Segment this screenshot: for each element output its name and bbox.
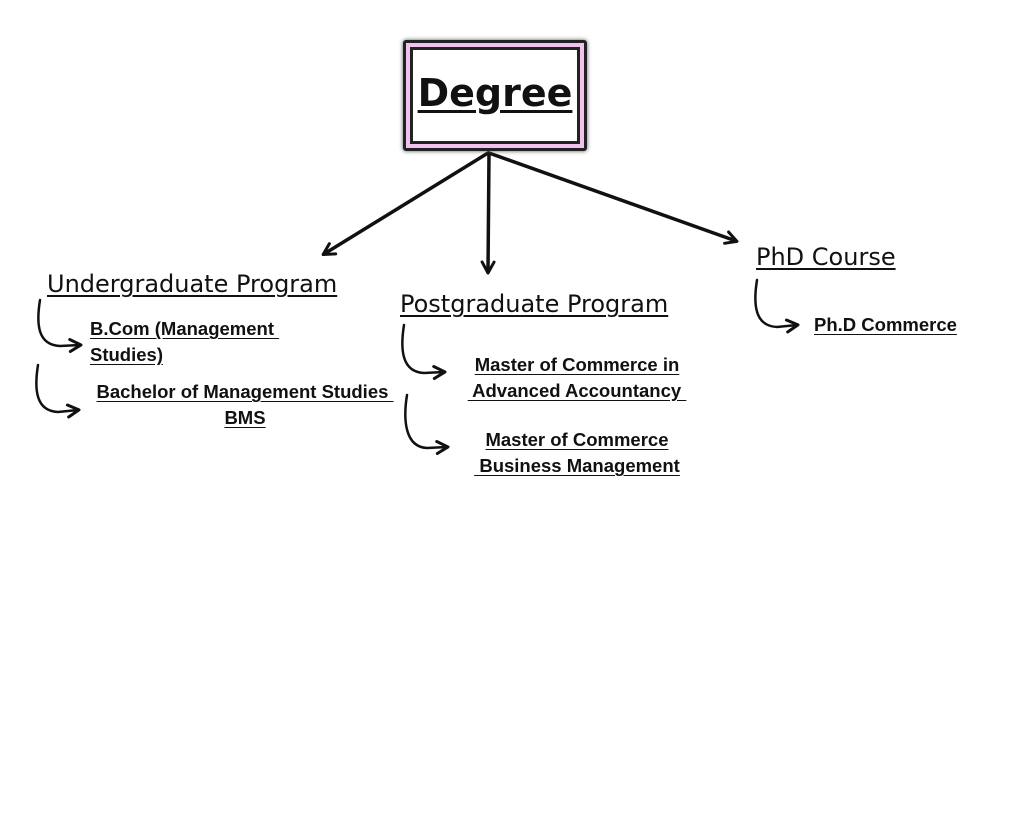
leaf-mcom-accountancy-line1: Master of Commerce in	[474, 354, 680, 375]
leaf-phd-commerce: Ph.D Commerce	[814, 314, 957, 335]
branch-postgraduate-title: Postgraduate Program	[400, 290, 669, 318]
leaf-bcom-line2: Studies)	[90, 344, 163, 365]
leaf-bms-line1: Bachelor of Management Studies	[96, 381, 394, 402]
arrow-to-phd	[487, 151, 739, 245]
leaf-mcom-business-line2: Business Management	[474, 455, 680, 476]
root-node-degree: Degree	[403, 40, 587, 151]
curved-arrow-mcom-business	[404, 393, 450, 455]
branch-phd-title: PhD Course	[756, 243, 896, 271]
leaf-bms-line2: BMS	[224, 407, 266, 428]
curved-arrow-bms	[35, 363, 81, 419]
curved-arrow-phd-commerce	[754, 278, 800, 334]
curved-arrow-mcom-accountancy	[401, 323, 447, 380]
leaf-mcom-accountancy-line2: Advanced Accountancy	[467, 380, 687, 401]
arrow-to-undergraduate	[321, 151, 490, 257]
root-label: Degree	[417, 71, 573, 115]
curved-arrow-bcom	[37, 298, 83, 353]
arrow-to-postgraduate	[480, 151, 496, 275]
leaf-bcom-line1: B.Com (Management	[90, 318, 280, 339]
leaf-mcom-business-line1: Master of Commerce	[485, 429, 669, 450]
branch-undergraduate-title: Undergraduate Program	[47, 270, 338, 298]
